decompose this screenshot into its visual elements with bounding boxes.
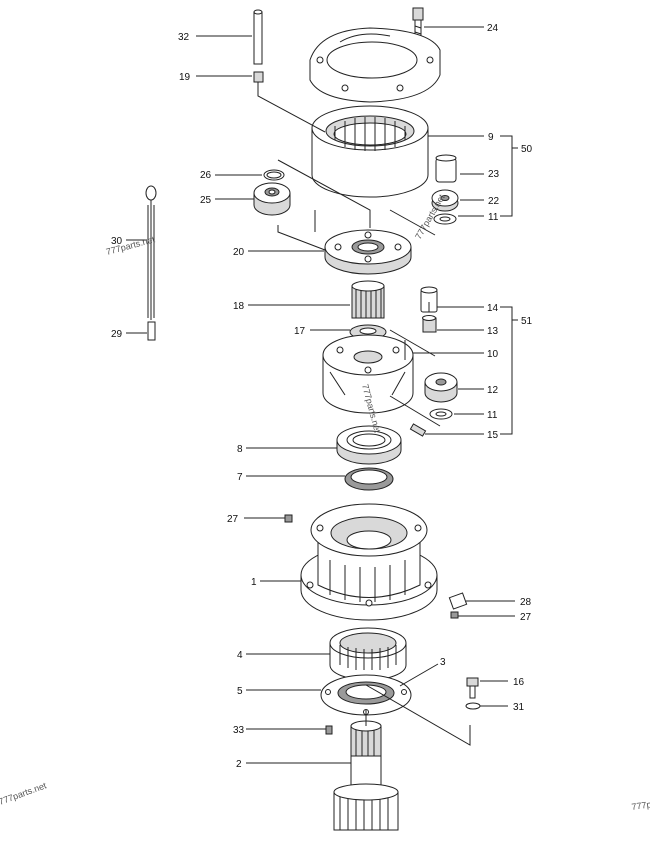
part-5-flange xyxy=(320,674,412,716)
part-23-plug xyxy=(435,154,457,183)
callout-24: 24 xyxy=(487,23,499,34)
part-26-snap-ring xyxy=(263,169,285,181)
part-19-bushing xyxy=(253,71,264,83)
part-13-bushing xyxy=(422,315,437,333)
watermarks: 777parts.net 777parts.net 777parts.net 7… xyxy=(0,192,650,812)
part-1-housing xyxy=(300,503,438,621)
top-cover-flange xyxy=(309,27,441,103)
callout-33: 33 xyxy=(233,725,245,736)
part-2-pinion-shaft xyxy=(333,720,399,831)
callout-17: 17 xyxy=(294,326,306,337)
part-7-seal xyxy=(344,467,394,491)
callout-20: 20 xyxy=(233,247,245,258)
callout-25: 25 xyxy=(200,195,212,206)
callout-22: 22 xyxy=(488,196,500,207)
callout-16: 16 xyxy=(513,677,525,688)
part-8-bearing xyxy=(336,425,402,465)
part-22-planet-gear xyxy=(431,189,459,212)
part-4-roller-bearing xyxy=(329,627,407,681)
part-27-plug-upper xyxy=(284,514,293,523)
callout-8: 8 xyxy=(237,444,243,455)
callout-1: 1 xyxy=(251,577,257,588)
callout-13: 13 xyxy=(487,326,499,337)
callout-11-lower: 11 xyxy=(487,410,498,421)
callout-31: 31 xyxy=(513,702,525,713)
part-30-dipstick xyxy=(145,185,157,320)
callout-23: 23 xyxy=(488,169,500,180)
callout-11-upper: 11 xyxy=(488,212,499,223)
part-12-planet-gear xyxy=(424,372,458,403)
callout-10: 10 xyxy=(487,349,499,360)
callout-14: 14 xyxy=(487,303,499,314)
callout-18: 18 xyxy=(233,301,245,312)
part-31-washer xyxy=(465,702,481,710)
part-11-washer-upper xyxy=(433,213,457,225)
callout-4: 4 xyxy=(237,650,243,661)
callout-15: 15 xyxy=(487,430,499,441)
part-14-pin xyxy=(420,286,438,313)
callout-27-upper: 27 xyxy=(227,514,239,525)
callout-5: 5 xyxy=(237,686,243,697)
part-32-pin xyxy=(253,9,263,65)
callout-50: 50 xyxy=(521,144,533,155)
part-20-carrier-plate xyxy=(324,229,412,275)
callout-26: 26 xyxy=(200,170,212,181)
callout-30: 30 xyxy=(111,236,123,247)
part-29-tube xyxy=(147,321,156,341)
watermark: 777parts.net xyxy=(631,795,650,812)
callout-51: 51 xyxy=(521,316,533,327)
part-10-carrier xyxy=(322,334,414,414)
part-28-fitting xyxy=(448,592,468,610)
callout-19: 19 xyxy=(179,72,191,83)
lower-connector-lines xyxy=(365,684,471,746)
part-18-sun-gear xyxy=(351,280,385,319)
callout-7: 7 xyxy=(237,472,243,483)
part-27-plug-lower xyxy=(450,611,459,619)
part-33-plug xyxy=(325,725,333,735)
leader-lines xyxy=(126,26,518,764)
part-9-ring-gear xyxy=(311,105,429,198)
callout-2: 2 xyxy=(236,759,242,770)
callout-9: 9 xyxy=(488,132,494,143)
mid-connector-lines xyxy=(389,329,441,427)
callout-12: 12 xyxy=(487,385,499,396)
part-16-bolt xyxy=(466,677,479,699)
callout-32: 32 xyxy=(178,32,190,43)
callout-27-lower: 27 xyxy=(520,612,532,623)
part-25-gear xyxy=(253,182,291,216)
callout-labels: 32 24 19 9 50 23 26 25 22 11 30 20 18 14… xyxy=(111,23,533,770)
callout-29: 29 xyxy=(111,329,123,340)
watermark: 777parts.net xyxy=(0,780,48,807)
upper-connector-lines xyxy=(257,82,436,251)
part-11-washer-lower xyxy=(429,408,453,420)
callout-3: 3 xyxy=(440,657,446,668)
part-15-spring-pin xyxy=(409,423,427,437)
callout-28: 28 xyxy=(520,597,532,608)
